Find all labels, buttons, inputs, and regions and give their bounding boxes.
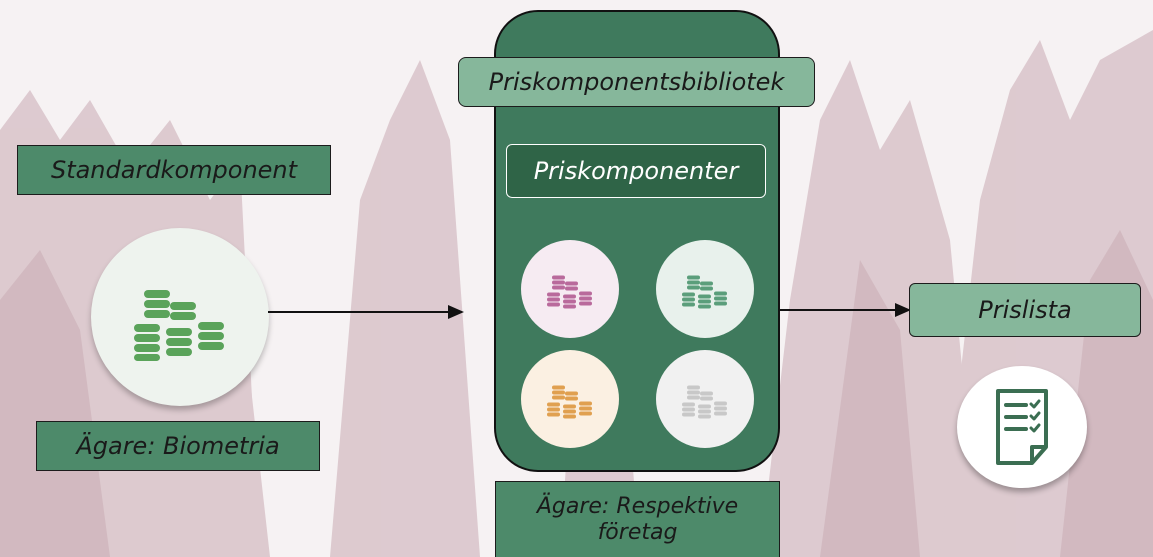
price-component-4 — [656, 350, 754, 448]
price-components-label: Priskomponenter — [506, 144, 766, 198]
coins-stack-icon — [547, 275, 592, 309]
standard-component-label: Standardkomponent — [17, 145, 331, 195]
arrow-to-pricelist — [779, 303, 911, 317]
price-component-3 — [521, 350, 619, 448]
coins-stack-icon — [682, 385, 727, 419]
pricelist-circle — [957, 366, 1087, 488]
standard-owner-label: Ägare: Biometria — [36, 421, 320, 471]
arrow-to-library — [268, 305, 464, 319]
standard-component-circle — [91, 228, 269, 406]
library-title-label: Priskomponentsbibliotek — [458, 57, 815, 107]
price-components-title: Priskomponenter — [533, 157, 739, 185]
library-owner-label: Ägare: Respektive företag — [495, 481, 780, 557]
standard-owner-text: Ägare: Biometria — [76, 432, 280, 460]
standard-component-title: Standardkomponent — [50, 156, 298, 184]
pricelist-label: Prislista — [909, 283, 1141, 337]
library-title: Priskomponentsbibliotek — [488, 68, 785, 96]
coins-stack-icon — [134, 290, 224, 361]
price-component-1 — [521, 240, 619, 338]
checklist-document-icon — [996, 389, 1048, 465]
pricelist-title: Prislista — [978, 296, 1072, 324]
coins-stack-icon — [682, 275, 727, 309]
price-component-2 — [656, 240, 754, 338]
library-owner-text: Ägare: Respektive företag — [536, 494, 739, 545]
coins-stack-icon — [547, 385, 592, 419]
